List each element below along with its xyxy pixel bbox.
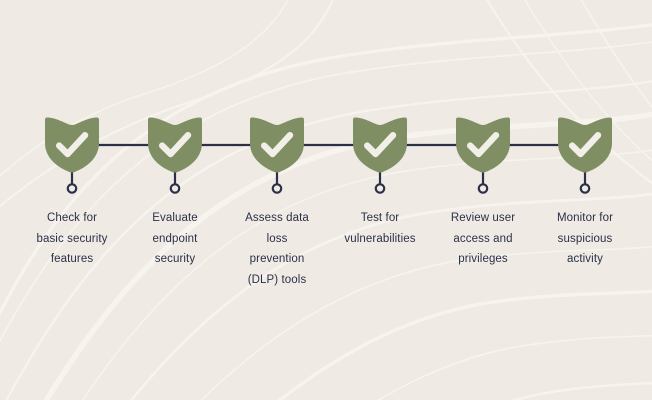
timeline-step-6[interactable] xyxy=(558,118,612,194)
timeline-step-4[interactable] xyxy=(353,118,407,194)
step-label-1: Check for basic security features xyxy=(36,212,108,265)
step-label-3: Assess data loss prevention (DLP) tools xyxy=(245,212,309,286)
shield-check-icon[interactable] xyxy=(456,118,510,173)
step-label-6: Monitor for suspicious activity xyxy=(556,212,614,265)
shield-check-icon[interactable] xyxy=(45,118,99,173)
shield-check-icon[interactable] xyxy=(353,118,407,173)
timeline-step-3[interactable] xyxy=(250,118,304,194)
step-marker-dot-2[interactable] xyxy=(169,183,181,194)
timeline-step-5[interactable] xyxy=(456,118,510,194)
step-marker-dot-4[interactable] xyxy=(374,183,386,194)
step-marker-dot-1[interactable] xyxy=(66,183,78,194)
timeline-step-1[interactable] xyxy=(45,118,99,194)
timeline-step-2[interactable] xyxy=(148,118,202,194)
step-label-5: Review user access and privileges xyxy=(450,212,516,265)
step-label-2: Evaluate endpoint security xyxy=(152,212,198,265)
shield-check-icon[interactable] xyxy=(250,118,304,173)
shield-check-icon[interactable] xyxy=(558,118,612,173)
step-marker-dot-5[interactable] xyxy=(477,183,489,194)
step-label-4: Test for vulnerabilities xyxy=(344,212,416,245)
step-marker-dot-3[interactable] xyxy=(271,183,283,194)
step-marker-dot-6[interactable] xyxy=(579,183,591,194)
shield-check-icon[interactable] xyxy=(148,118,202,173)
